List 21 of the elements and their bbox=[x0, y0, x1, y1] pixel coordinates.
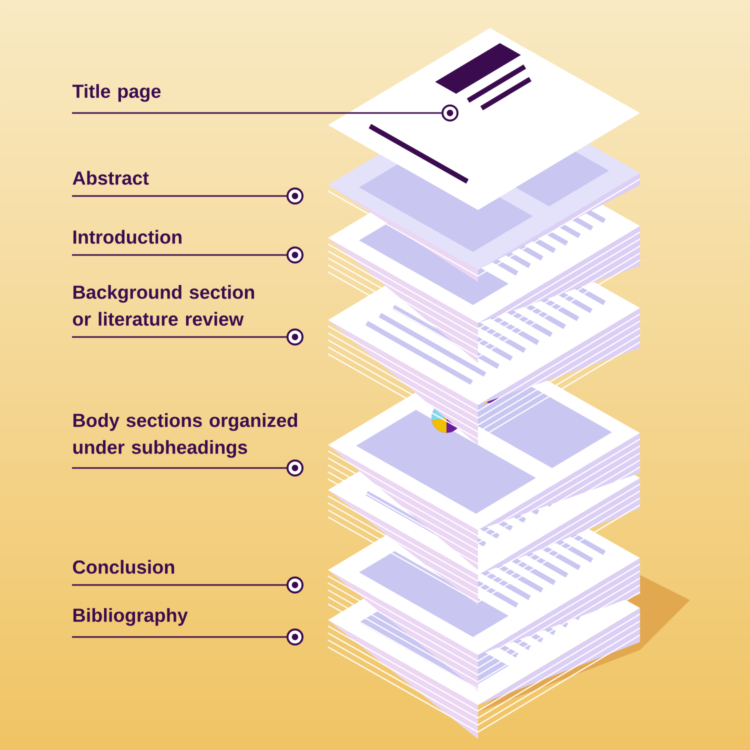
leader-line bbox=[72, 467, 286, 469]
section-label: Conclusion bbox=[72, 560, 174, 574]
section-label: Bibliography bbox=[73, 608, 188, 626]
leader-line bbox=[72, 636, 286, 638]
section-label: Introduction bbox=[73, 230, 182, 244]
leader-line bbox=[72, 254, 286, 256]
leader-line bbox=[72, 112, 442, 114]
leader-line bbox=[72, 336, 286, 338]
marker-ring bbox=[286, 628, 304, 646]
section-label: Body sections organized under subheadings bbox=[73, 413, 298, 458]
marker-ring bbox=[286, 246, 304, 264]
marker-ring bbox=[286, 576, 304, 594]
marker-ring bbox=[286, 188, 304, 204]
leader-line bbox=[72, 195, 286, 197]
section-label: Background section or literature review bbox=[72, 285, 254, 326]
marker-ring bbox=[286, 328, 304, 346]
marker-ring bbox=[286, 460, 304, 476]
section-label: Title page bbox=[72, 84, 161, 102]
marker-ring bbox=[442, 104, 458, 122]
section-label: Abstract bbox=[72, 170, 149, 185]
leader-line bbox=[72, 584, 286, 586]
